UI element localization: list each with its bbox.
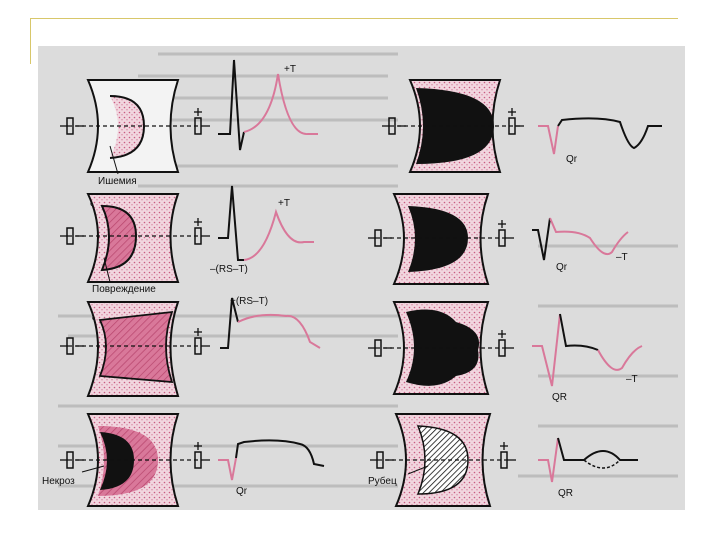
ischemia-boundary (109, 95, 146, 159)
t-wave-label: +T (278, 198, 290, 209)
electrode-left (60, 451, 84, 469)
injury-zone (100, 204, 138, 272)
electrode-left (368, 339, 392, 357)
ecg-q-wave (218, 457, 237, 481)
ecg-q-wave (532, 217, 551, 261)
ecg-trace (559, 313, 599, 351)
ecg-q-wave (532, 313, 561, 387)
ecg-t-wave (243, 208, 314, 261)
panel-g: ж QR –T (368, 301, 643, 403)
electrode-right (500, 442, 516, 469)
electrode-right (508, 108, 524, 135)
panel-f: е Qr –T (368, 193, 629, 285)
panel-h: з Рубец (368, 413, 638, 507)
qr-label: Qr (556, 262, 568, 273)
electrode-right (498, 330, 514, 357)
ecg-t-wave (549, 217, 629, 256)
injury-zone-transmural (98, 310, 174, 384)
ecg-trace (218, 185, 244, 261)
qr-label: QR (552, 392, 567, 403)
ecg-q-wave (538, 437, 559, 483)
ecg-trace (557, 117, 662, 150)
panel-c: в +(RS–T) (60, 296, 321, 397)
ecg-q-wave (538, 125, 559, 155)
rs-t-elevation-label: +(RS–T) (230, 296, 268, 307)
necrosis-zone (100, 432, 134, 490)
electrode-right (194, 442, 210, 469)
panel-b: б Повреждение +T (60, 185, 314, 295)
negative-t-label: –T (616, 252, 628, 263)
ecg-trace (220, 297, 239, 349)
electrode-right (498, 220, 514, 247)
necrosis-zone (408, 206, 468, 272)
ecg-trace (218, 59, 245, 151)
electrode-left (368, 229, 392, 247)
scar-label: Рубец (368, 475, 397, 487)
necrosis-label: Некроз (42, 476, 75, 487)
electrode-left (60, 227, 84, 245)
ecg-t-wave (597, 345, 643, 371)
t-wave-label: +T (284, 64, 296, 75)
injury-label: Повреждение (92, 284, 156, 295)
title-frame (30, 18, 678, 64)
qr-label: Qr (566, 154, 578, 165)
electrode-left (382, 117, 406, 135)
ecg-t-wave (243, 73, 318, 136)
panel-e: д Qr (382, 79, 662, 173)
qr-label: QR (558, 488, 573, 499)
rs-t-depression-label: –(RS–T) (210, 264, 248, 275)
qr-label: Qr (236, 486, 248, 497)
electrode-right (194, 108, 210, 135)
ecg-trace (235, 439, 325, 467)
ecg-st-elevation (237, 313, 321, 349)
electrode-left (60, 117, 84, 135)
ecg-t-variants (583, 459, 621, 469)
ecg-infarction-stages-figure: а Ишемия (38, 46, 685, 510)
negative-t-label: –T (626, 374, 638, 385)
panel-a: а Ишемия (60, 59, 318, 187)
electrode-left (60, 337, 84, 355)
ecg-trace (557, 437, 638, 461)
electrode-right (194, 218, 210, 245)
ischemia-label: Ишемия (98, 176, 137, 187)
ischemia-zone (110, 96, 144, 158)
electrode-left (370, 451, 394, 469)
panel-d: г Некроз (42, 413, 325, 507)
electrode-right (194, 328, 210, 355)
